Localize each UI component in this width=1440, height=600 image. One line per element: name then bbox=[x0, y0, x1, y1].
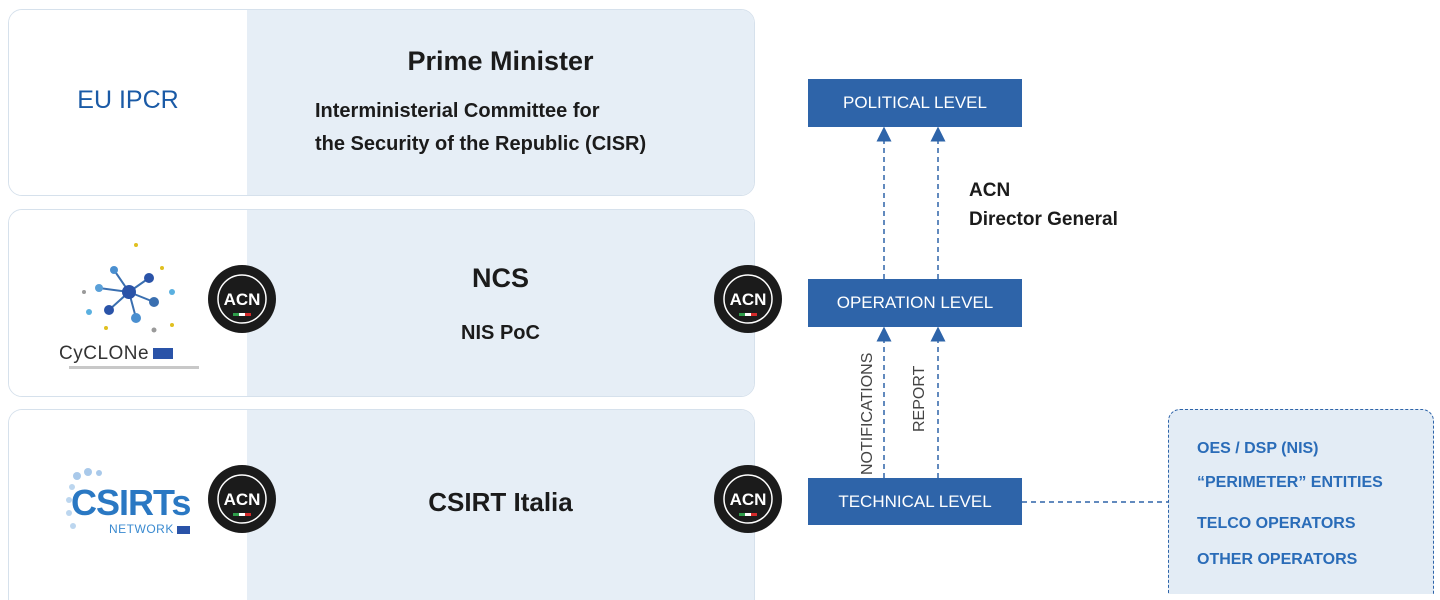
csirts-logo-icon bbox=[66, 468, 102, 529]
operators-box: OES / DSP (NIS) “PERIMETER” ENTITIES TEL… bbox=[1168, 409, 1434, 594]
row-technical-right: CSIRT Italia bbox=[247, 410, 754, 600]
technical-level-box: TECHNICAL LEVEL bbox=[808, 478, 1022, 525]
entity-other: OTHER OPERATORS bbox=[1197, 551, 1358, 568]
eu-flag-small-icon bbox=[176, 525, 190, 534]
acn-label: ACN bbox=[969, 180, 1011, 201]
prime-minister-title: Prime Minister bbox=[407, 46, 594, 76]
csirt-italia-title: CSIRT Italia bbox=[428, 487, 573, 517]
row-political: EU IPCR Prime Minister Interministerial … bbox=[8, 9, 755, 196]
row-operation: CyCLONe NCS NIS PoC bbox=[8, 209, 755, 397]
nis-poc-label: NIS PoC bbox=[461, 322, 540, 344]
acn-badge-icon: ACN bbox=[208, 265, 276, 333]
operation-level-box: OPERATION LEVEL bbox=[808, 279, 1022, 327]
cisr-line-1: Interministerial Committee for bbox=[315, 100, 600, 122]
acn-badge-icon: ACN bbox=[208, 465, 276, 533]
acn-badge-text: ACN bbox=[224, 290, 261, 309]
director-general-label: Director General bbox=[969, 209, 1118, 230]
acn-badge-icon: ACN bbox=[714, 465, 782, 533]
political-level-box: POLITICAL LEVEL bbox=[808, 79, 1022, 127]
report-label: REPORT bbox=[911, 365, 928, 432]
acn-badge-text: ACN bbox=[730, 290, 767, 309]
csirts-network-text: NETWORK bbox=[109, 522, 190, 536]
acn-badge-text: ACN bbox=[730, 490, 767, 509]
eu-flag-icon bbox=[153, 348, 174, 360]
cyclone-name: CyCLONe bbox=[59, 343, 150, 364]
row-technical-left: CSIRTs NETWORK bbox=[9, 410, 247, 600]
cyclone-tagline bbox=[69, 366, 199, 369]
row-operation-right: NCS NIS PoC bbox=[247, 210, 754, 396]
cyclone-logo-icon bbox=[82, 243, 175, 333]
acn-badge-text: ACN bbox=[224, 490, 261, 509]
ncs-title: NCS bbox=[471, 263, 529, 293]
acn-badge-icon: ACN bbox=[714, 265, 782, 333]
row-political-left: EU IPCR bbox=[9, 10, 247, 195]
entity-oes-dsp: OES / DSP (NIS) bbox=[1197, 440, 1319, 457]
cisr-line-2: the Security of the Republic (CISR) bbox=[315, 133, 647, 155]
eu-ipcr-label: EU IPCR bbox=[77, 86, 179, 114]
row-technical: CSIRTs NETWORK CSIRT Italia bbox=[8, 409, 755, 600]
acn-director-general: ACN Director General bbox=[969, 176, 1118, 234]
cisr-description: Interministerial Committee for the Secur… bbox=[315, 95, 646, 161]
entity-telco: TELCO OPERATORS bbox=[1197, 515, 1356, 532]
notifications-label: NOTIFICATIONS bbox=[859, 352, 876, 475]
cyclone-logo-text: CyCLONe bbox=[59, 343, 174, 365]
csirts-network-label: NETWORK bbox=[109, 522, 174, 536]
entity-perimeter: “PERIMETER” ENTITIES bbox=[1197, 474, 1383, 491]
csirts-logo-text: CSIRTs bbox=[71, 482, 191, 523]
row-political-right: Prime Minister Interministerial Committe… bbox=[247, 10, 754, 195]
row-operation-left: CyCLONe bbox=[9, 210, 247, 396]
